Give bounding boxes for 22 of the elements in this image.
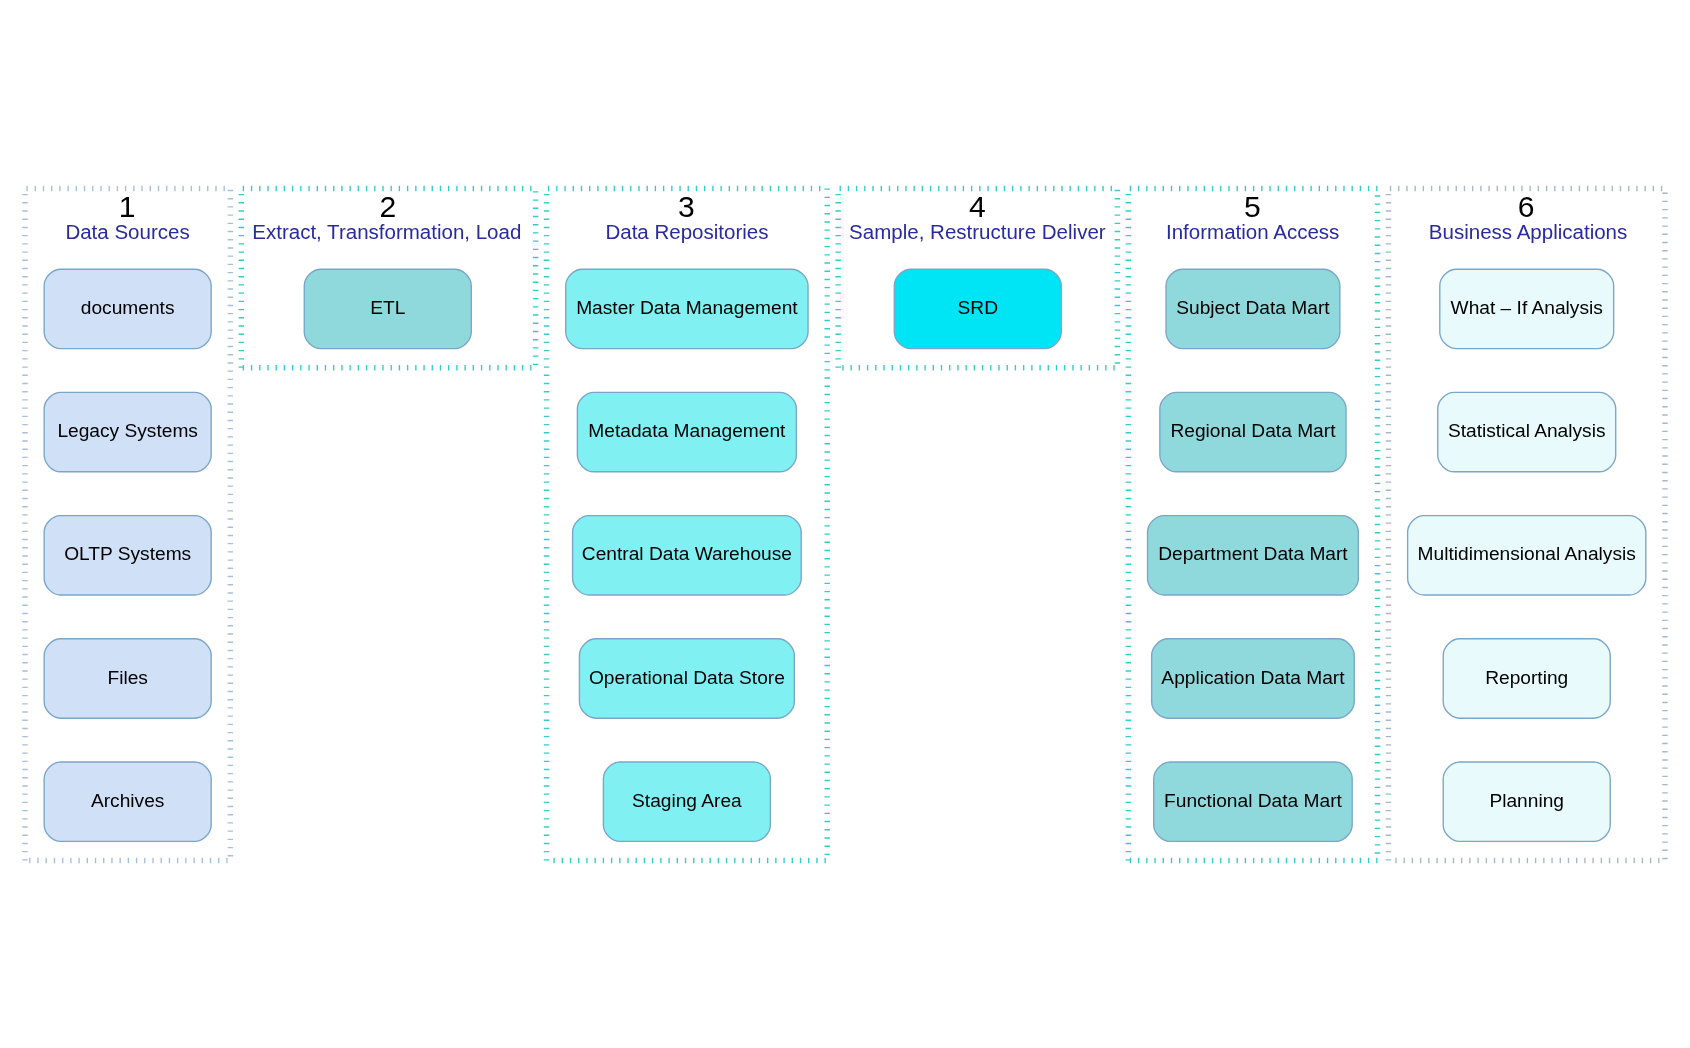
node-box: ETL (303, 268, 472, 349)
node-box: Files (43, 637, 212, 719)
node-box: Department Data Mart (1146, 514, 1360, 596)
node-box: Planning (1442, 760, 1611, 842)
node-box: Master Data Management (565, 268, 809, 349)
node-box: Staging Area (602, 760, 772, 842)
node-box: OLTP Systems (43, 514, 212, 596)
node-box: documents (43, 268, 212, 349)
node-box: Subject Data Mart (1165, 268, 1341, 349)
node-box: Central Data Warehouse (571, 514, 802, 596)
node-box: SRD (893, 268, 1062, 349)
node-box: Statistical Analysis (1437, 391, 1617, 472)
node-box: Regional Data Mart (1159, 391, 1347, 472)
node-box: Reporting (1442, 637, 1611, 719)
node-box: Functional Data Mart (1153, 760, 1353, 842)
node-box: Multidimensional Analysis (1406, 514, 1647, 596)
node-box: Operational Data Store (578, 637, 796, 719)
node-box: Application Data Mart (1150, 637, 1355, 719)
node-box: Legacy Systems (43, 391, 212, 472)
node-box: Metadata Management (576, 391, 798, 472)
node-box: What – If Analysis (1439, 268, 1615, 349)
node-box: Archives (43, 760, 212, 842)
